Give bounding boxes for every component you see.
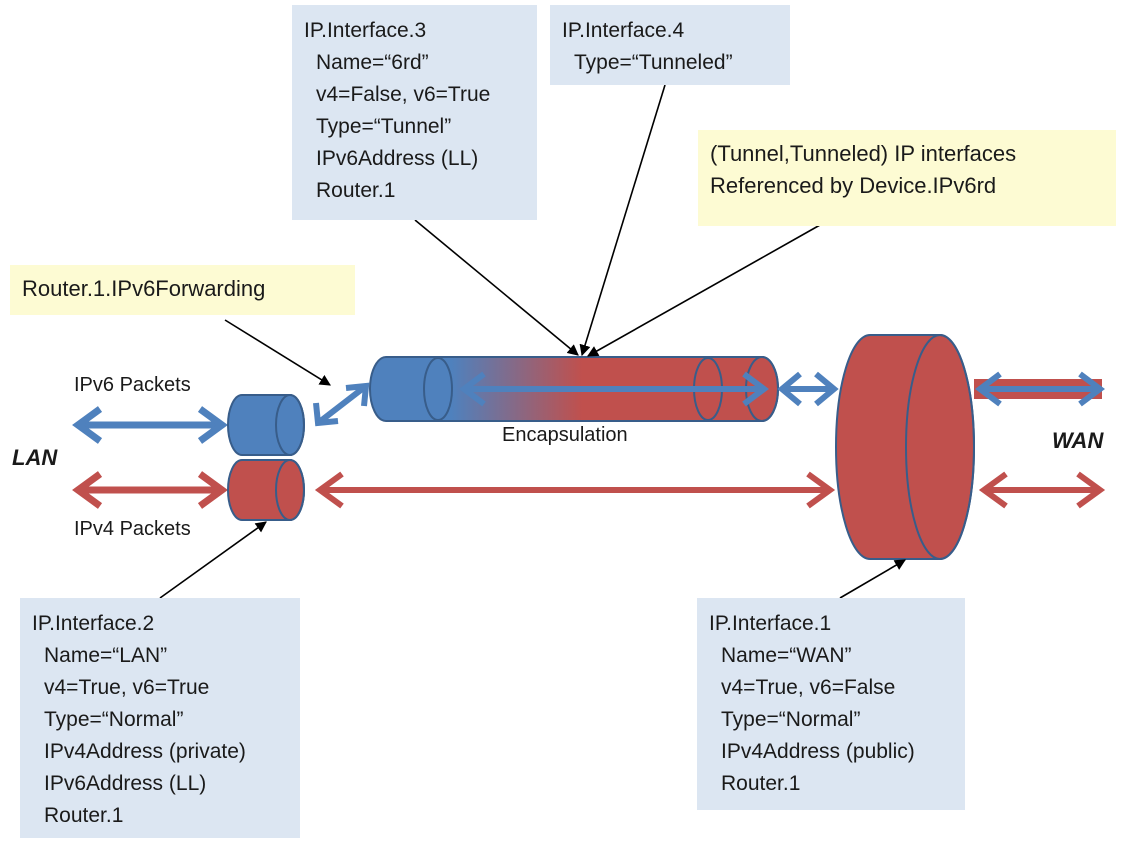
ipv6-forwarding-label: Router.1.IPv6Forwarding <box>22 276 266 301</box>
pointer-if1 <box>839 559 906 599</box>
ipv4-through-arrow <box>314 471 836 509</box>
tunnel-note-line-1: (Tunnel,Tunneled) IP interfaces <box>710 141 1017 166</box>
encapsulation-label: Encapsulation <box>502 424 628 446</box>
ip-interface-1-attr: Name=“WAN” <box>721 644 852 667</box>
pointer-if4 <box>579 84 666 357</box>
ip-interface-3-attr: Type=“Tunnel” <box>316 115 452 138</box>
ip-interface-2-attr: Router.1 <box>44 804 124 827</box>
lan-label: LAN <box>12 445 58 470</box>
ip-interface-1-title: IP.Interface.1 <box>709 612 832 635</box>
ip-interface-3-attr: Router.1 <box>316 179 396 202</box>
ipv4-lan-arrow <box>72 471 228 509</box>
ip-interface-4-title: IP.Interface.4 <box>562 19 685 42</box>
ip-interface-2-box: IP.Interface.2 Name=“LAN” v4=True, v6=Tr… <box>20 598 300 838</box>
ipv6-forwarding-arrow <box>313 382 370 427</box>
wan-ipv4-arrow <box>978 471 1106 509</box>
ip-interface-1-box: IP.Interface.1 Name=“WAN” v4=True, v6=Fa… <box>697 598 965 810</box>
pointer-ipv6rd <box>587 224 821 357</box>
ip-interface-4-box: IP.Interface.4 Type=“Tunneled” <box>550 5 790 85</box>
ip-interface-2-attr: IPv4Address (private) <box>44 740 246 763</box>
ip-interface-3-attr: IPv6Address (LL) <box>316 147 479 170</box>
ip-interface-1-attr: Router.1 <box>721 772 801 795</box>
ip-interface-2-attr: v4=True, v6=True <box>44 676 210 699</box>
ip-interface-1-attr: Type=“Normal” <box>721 708 861 731</box>
tunnel-note-line-2: Referenced by Device.IPv6rd <box>710 173 997 198</box>
ip-interface-2-attr: Type=“Normal” <box>44 708 184 731</box>
ip-interface-2-title: IP.Interface.2 <box>32 612 155 635</box>
ipv6-packets-label: IPv6 Packets <box>74 374 191 396</box>
pointer-forwarding <box>224 319 331 386</box>
ip-interface-3-attr: Name=“6rd” <box>316 51 429 74</box>
ipv6-lan-arrow <box>72 406 228 444</box>
ip-interface-4-attr: Type=“Tunneled” <box>574 51 733 74</box>
wan-cylinder <box>835 334 975 560</box>
ip-interface-2-attr: Name=“LAN” <box>44 644 168 667</box>
lan-ipv4-cylinder <box>227 459 305 521</box>
ip-interface-1-attr: v4=True, v6=False <box>721 676 896 699</box>
pointer-if3 <box>414 219 579 356</box>
pointer-if2 <box>159 521 267 599</box>
ip-interface-3-attr: v4=False, v6=True <box>316 83 491 106</box>
ipv4-packets-label: IPv4 Packets <box>74 518 191 540</box>
ip-interface-1-attr: IPv4Address (public) <box>721 740 915 763</box>
ip-interface-2-attr: IPv6Address (LL) <box>44 772 207 795</box>
tunnel-wan-arrow <box>777 371 839 407</box>
wan-label: WAN <box>1052 428 1104 453</box>
lan-ipv6-cylinder <box>227 394 305 456</box>
tunnel-ipv6-arrow <box>459 371 769 407</box>
wan-ipv6-pipe <box>974 371 1105 407</box>
ip-interface-3-box: IP.Interface.3 Name=“6rd” v4=False, v6=T… <box>292 5 537 220</box>
callout-pointers <box>159 84 906 599</box>
ip-interface-3-title: IP.Interface.3 <box>304 19 427 42</box>
tunnel-reference-note: (Tunnel,Tunneled) IP interfaces Referenc… <box>698 130 1116 226</box>
ipv6-forwarding-note: Router.1.IPv6Forwarding <box>10 265 355 315</box>
